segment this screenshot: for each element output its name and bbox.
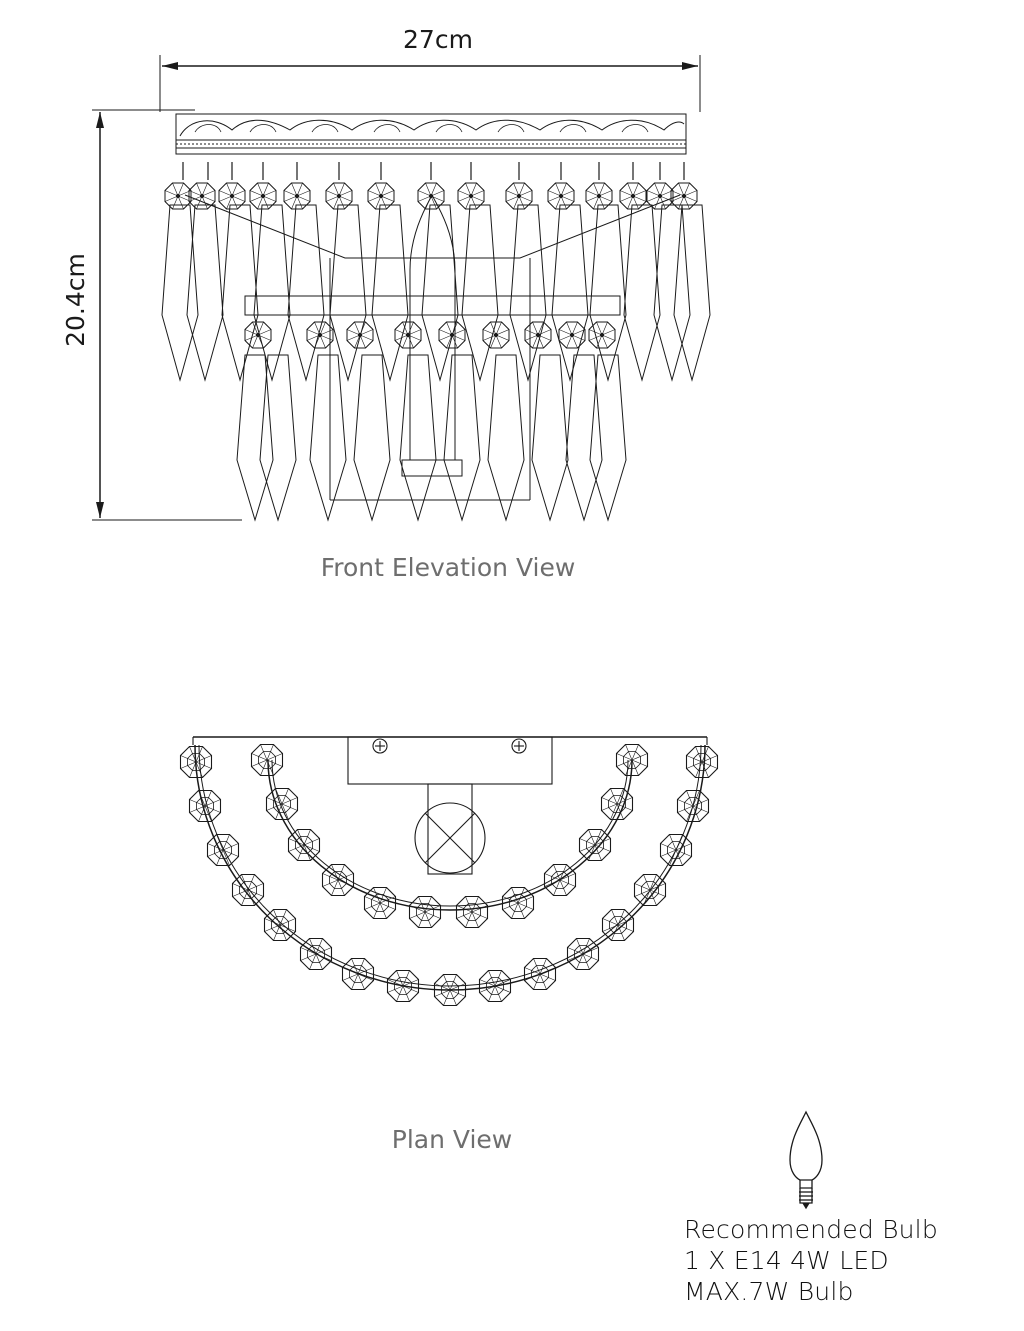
front-view-title: Front Elevation View xyxy=(321,553,576,582)
candle-bulb-icon xyxy=(789,1110,823,1210)
height-dimension xyxy=(92,109,242,521)
bulb-title: Recommended Bulb xyxy=(684,1215,938,1244)
plan-outer-crystal-ring xyxy=(179,745,719,1007)
height-label: 20.4cm xyxy=(61,253,90,347)
plan-inner-crystal-ring xyxy=(250,743,649,929)
bulb-spec: 1 X E14 4W LED xyxy=(684,1246,889,1275)
plan-view-title: Plan View xyxy=(392,1125,512,1154)
recommended-bulb-spec: Recommended Bulb 1 X E14 4W LED MAX.7W B… xyxy=(684,1214,938,1307)
bulb-max: MAX.7W Bulb xyxy=(684,1277,854,1306)
width-label: 27cm xyxy=(403,25,473,54)
width-dimension xyxy=(159,55,701,112)
front-elevation-drawing xyxy=(161,113,711,522)
